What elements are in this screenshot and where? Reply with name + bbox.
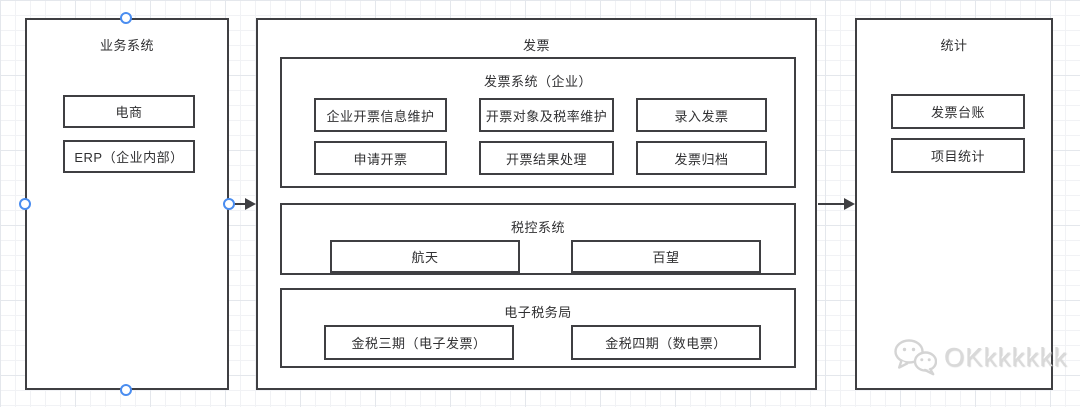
node-invoice-target-taxrate-maintenance[interactable]: 开票对象及税率维护 <box>479 98 614 132</box>
section-etax-bureau[interactable]: 电子税务局 金税三期（电子发票） 金税四期（数电票） <box>280 288 796 368</box>
section-tax-control-system[interactable]: 税控系统 航天 百望 <box>280 203 796 275</box>
node-golden-tax-phase4[interactable]: 金税四期（数电票） <box>571 325 761 360</box>
node-invoice-archive[interactable]: 发票归档 <box>636 141 767 175</box>
node-golden-tax-phase3[interactable]: 金税三期（电子发票） <box>324 325 514 360</box>
watermark: OKkkkkkk <box>893 338 1068 376</box>
arrow-head <box>245 198 256 210</box>
connection-point-right[interactable] <box>223 198 235 210</box>
watermark-text: OKkkkkkk <box>944 341 1068 372</box>
group-title-statistics: 统计 <box>940 38 968 53</box>
node-ecommerce[interactable]: 电商 <box>63 95 195 128</box>
group-invoice[interactable]: 发票 发票系统（企业） 企业开票信息维护 开票对象及税率维护 录入发票 申请开票… <box>256 18 817 390</box>
node-invoice-result-processing[interactable]: 开票结果处理 <box>479 141 614 175</box>
connection-point-left[interactable] <box>19 198 31 210</box>
connection-point-top[interactable] <box>120 12 132 24</box>
arrow-head <box>844 198 855 210</box>
node-erp[interactable]: ERP（企业内部） <box>63 140 195 173</box>
section-invoice-system-enterprise[interactable]: 发票系统（企业） 企业开票信息维护 开票对象及税率维护 录入发票 申请开票 开票… <box>280 57 796 188</box>
section-title-etax-bureau: 电子税务局 <box>504 305 572 320</box>
section-title-tax-control: 税控系统 <box>510 220 565 235</box>
group-business-system[interactable]: 业务系统 电商 ERP（企业内部） <box>25 18 229 390</box>
group-statistics[interactable]: 统计 发票台账 项目统计 <box>855 18 1053 390</box>
node-invoice-ledger[interactable]: 发票台账 <box>891 94 1025 129</box>
node-hangtian[interactable]: 航天 <box>330 240 520 273</box>
node-project-statistics[interactable]: 项目统计 <box>891 138 1025 173</box>
group-title-business: 业务系统 <box>99 38 154 53</box>
arrow-line <box>818 203 845 205</box>
connection-point-bottom[interactable] <box>120 384 132 396</box>
node-baiwang[interactable]: 百望 <box>571 240 761 273</box>
node-invoice-info-maintenance[interactable]: 企业开票信息维护 <box>314 98 447 132</box>
node-invoice-request[interactable]: 申请开票 <box>314 141 447 175</box>
group-title-invoice: 发票 <box>522 38 550 53</box>
arrow-line <box>234 203 247 205</box>
section-title-invoice-system: 发票系统（企业） <box>483 74 592 89</box>
wechat-icon <box>894 339 937 376</box>
node-invoice-entry[interactable]: 录入发票 <box>636 98 767 132</box>
